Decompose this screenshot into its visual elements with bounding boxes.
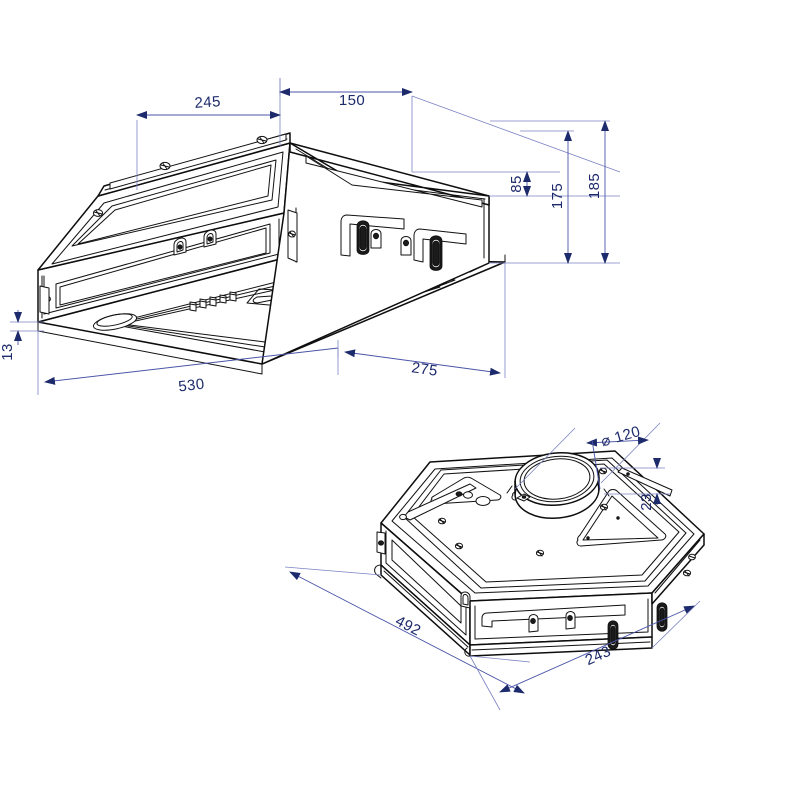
hood-top-shoulder [37,132,291,271]
hood-front-clips [173,229,217,256]
dimension-175: 175 [549,130,572,264]
upper-view-dimensions: 245 150 85 175 185 [0,78,621,396]
chassis-side-joint [287,209,298,263]
dimension-150-label: 150 [339,92,365,109]
top-screws [437,467,692,577]
top-right-rail [617,467,673,497]
hood-right-chassis [261,142,490,365]
hood-front-fascia [37,212,285,323]
dimension-23: 23 [600,458,670,511]
dimension-185: 185 [586,120,609,264]
upper-isometric-view [37,132,506,375]
hood-right-short-side [464,592,653,657]
control-panel-buttons[interactable] [189,291,237,312]
dimension-23-label: 23 [638,493,655,511]
dimension-492-label: 492 [393,612,424,639]
duct-outlet [506,452,610,519]
dimension-120-label: ⌀ 120 [599,423,642,450]
lower-isometric-view [374,450,705,657]
mounting-hooks-upper [356,220,443,271]
hood-left-endcap [37,269,50,323]
dimension-175-label: 175 [549,183,566,209]
dimension-245-label: 245 [194,93,221,112]
dimension-245: 245 [136,93,281,119]
dimension-530: 530 [37,331,339,396]
dimension-530-label: 530 [177,376,205,396]
dimension-150: 150 [279,88,413,109]
top-sensor-cluster [455,491,531,506]
dimension-85: 85 [508,171,531,197]
dimension-85-label: 85 [508,175,525,193]
dimension-13-label: 13 [0,343,16,361]
keyhole-slots-upper [370,229,412,256]
dimension-275-label: 275 [410,359,438,379]
top-recessed-panels [430,474,667,547]
hood-left-corner-brace [376,461,431,555]
dimension-185-label: 185 [586,173,603,199]
dimension-275: 275 [337,262,506,380]
